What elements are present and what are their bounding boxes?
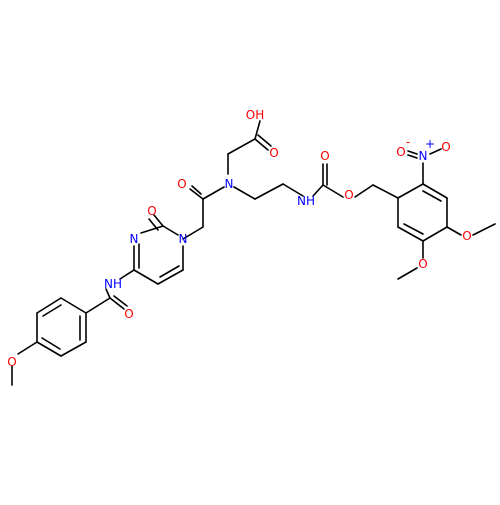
charge-plus: +	[425, 137, 435, 151]
bond	[17, 341, 38, 355]
bond	[372, 184, 399, 199]
bond	[282, 183, 304, 197]
bond	[105, 288, 111, 299]
bond	[254, 183, 284, 200]
atom-label-o: O	[124, 307, 133, 321]
bond	[233, 186, 256, 200]
charge-minus: -	[406, 135, 410, 149]
bond	[162, 225, 179, 236]
bond	[36, 341, 62, 357]
bond	[397, 267, 418, 280]
bond	[140, 225, 164, 234]
bond	[407, 150, 418, 155]
atom-label-o: O	[344, 188, 353, 202]
atom-label-o: O	[396, 145, 405, 159]
bond	[422, 226, 448, 242]
atom-label-o: O	[462, 229, 471, 243]
bond	[182, 226, 204, 240]
bond	[191, 185, 202, 195]
atom-label-o: O	[441, 140, 450, 154]
bond	[85, 297, 111, 314]
bond	[322, 184, 344, 198]
atom-label-o: O	[418, 257, 427, 271]
bond	[109, 297, 125, 310]
bond	[354, 184, 374, 198]
bond	[254, 138, 269, 151]
bond	[113, 295, 128, 307]
atom-label-nh: NH	[104, 277, 122, 291]
bond	[41, 337, 61, 350]
bond	[429, 148, 442, 155]
bond	[202, 186, 225, 200]
bond	[254, 120, 261, 140]
bond	[257, 134, 272, 147]
bond	[227, 138, 256, 155]
bond	[36, 297, 62, 314]
atom-label-o: O	[177, 177, 186, 191]
bond	[157, 269, 184, 285]
bond	[397, 226, 424, 242]
bond	[159, 265, 180, 278]
bond	[472, 223, 496, 236]
bond	[403, 223, 424, 235]
atom-label-n: N	[130, 232, 139, 246]
atom-label-n: N	[179, 232, 188, 246]
atom-label-o: O	[269, 146, 278, 160]
bond	[119, 269, 135, 280]
atom-label-n: N	[225, 177, 234, 191]
bond	[312, 184, 324, 197]
atom-label-oh: OH	[246, 108, 264, 122]
atom-label-o: O	[147, 204, 156, 218]
atom-label-nh: NH	[297, 194, 315, 208]
bond	[60, 297, 87, 314]
bond	[407, 154, 418, 159]
atom-label-n: N	[419, 149, 428, 163]
atom-label-o: O	[7, 355, 16, 369]
bond	[189, 188, 204, 200]
bond	[153, 214, 164, 227]
bond	[60, 341, 87, 357]
bond	[133, 269, 159, 285]
bond	[422, 190, 442, 202]
atom-label-o: O	[320, 149, 329, 163]
bond	[42, 304, 62, 317]
bond	[397, 183, 424, 199]
bond	[422, 183, 448, 199]
bond	[446, 226, 462, 236]
